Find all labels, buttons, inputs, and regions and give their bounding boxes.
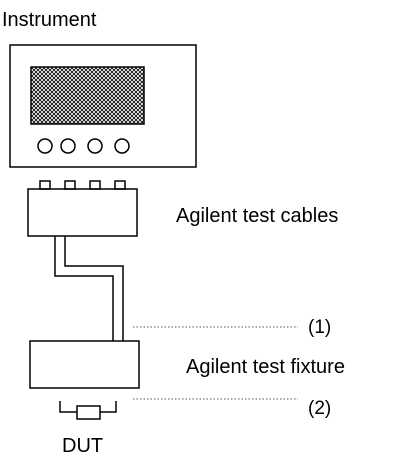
instrument-port-4	[114, 138, 130, 154]
instrument-port-1	[37, 138, 53, 154]
cable-plug-3	[89, 180, 101, 190]
dut-lead-left	[59, 401, 77, 413]
cable-connector-box	[27, 188, 138, 237]
instrument-title: Instrument	[2, 9, 97, 31]
cable-line-outer	[54, 236, 114, 341]
cable-plug-2	[64, 180, 76, 190]
cables-label: Agilent test cables	[176, 205, 338, 227]
cable-plug-4	[114, 180, 126, 190]
dut-component	[76, 405, 101, 420]
fixture-label: Agilent test fixture	[186, 356, 345, 378]
dut-label: DUT	[62, 435, 103, 457]
test-fixture-box	[29, 340, 140, 389]
reference-plane-1-label: (1)	[308, 317, 331, 338]
dut-lead-right	[100, 401, 117, 413]
instrument-box	[9, 44, 197, 168]
instrument-display	[30, 66, 145, 125]
cable-line-inner	[64, 236, 124, 341]
instrument-port-3	[87, 138, 103, 154]
cable-plug-1	[39, 180, 51, 190]
reference-plane-2-label: (2)	[308, 398, 331, 419]
instrument-port-2	[60, 138, 76, 154]
